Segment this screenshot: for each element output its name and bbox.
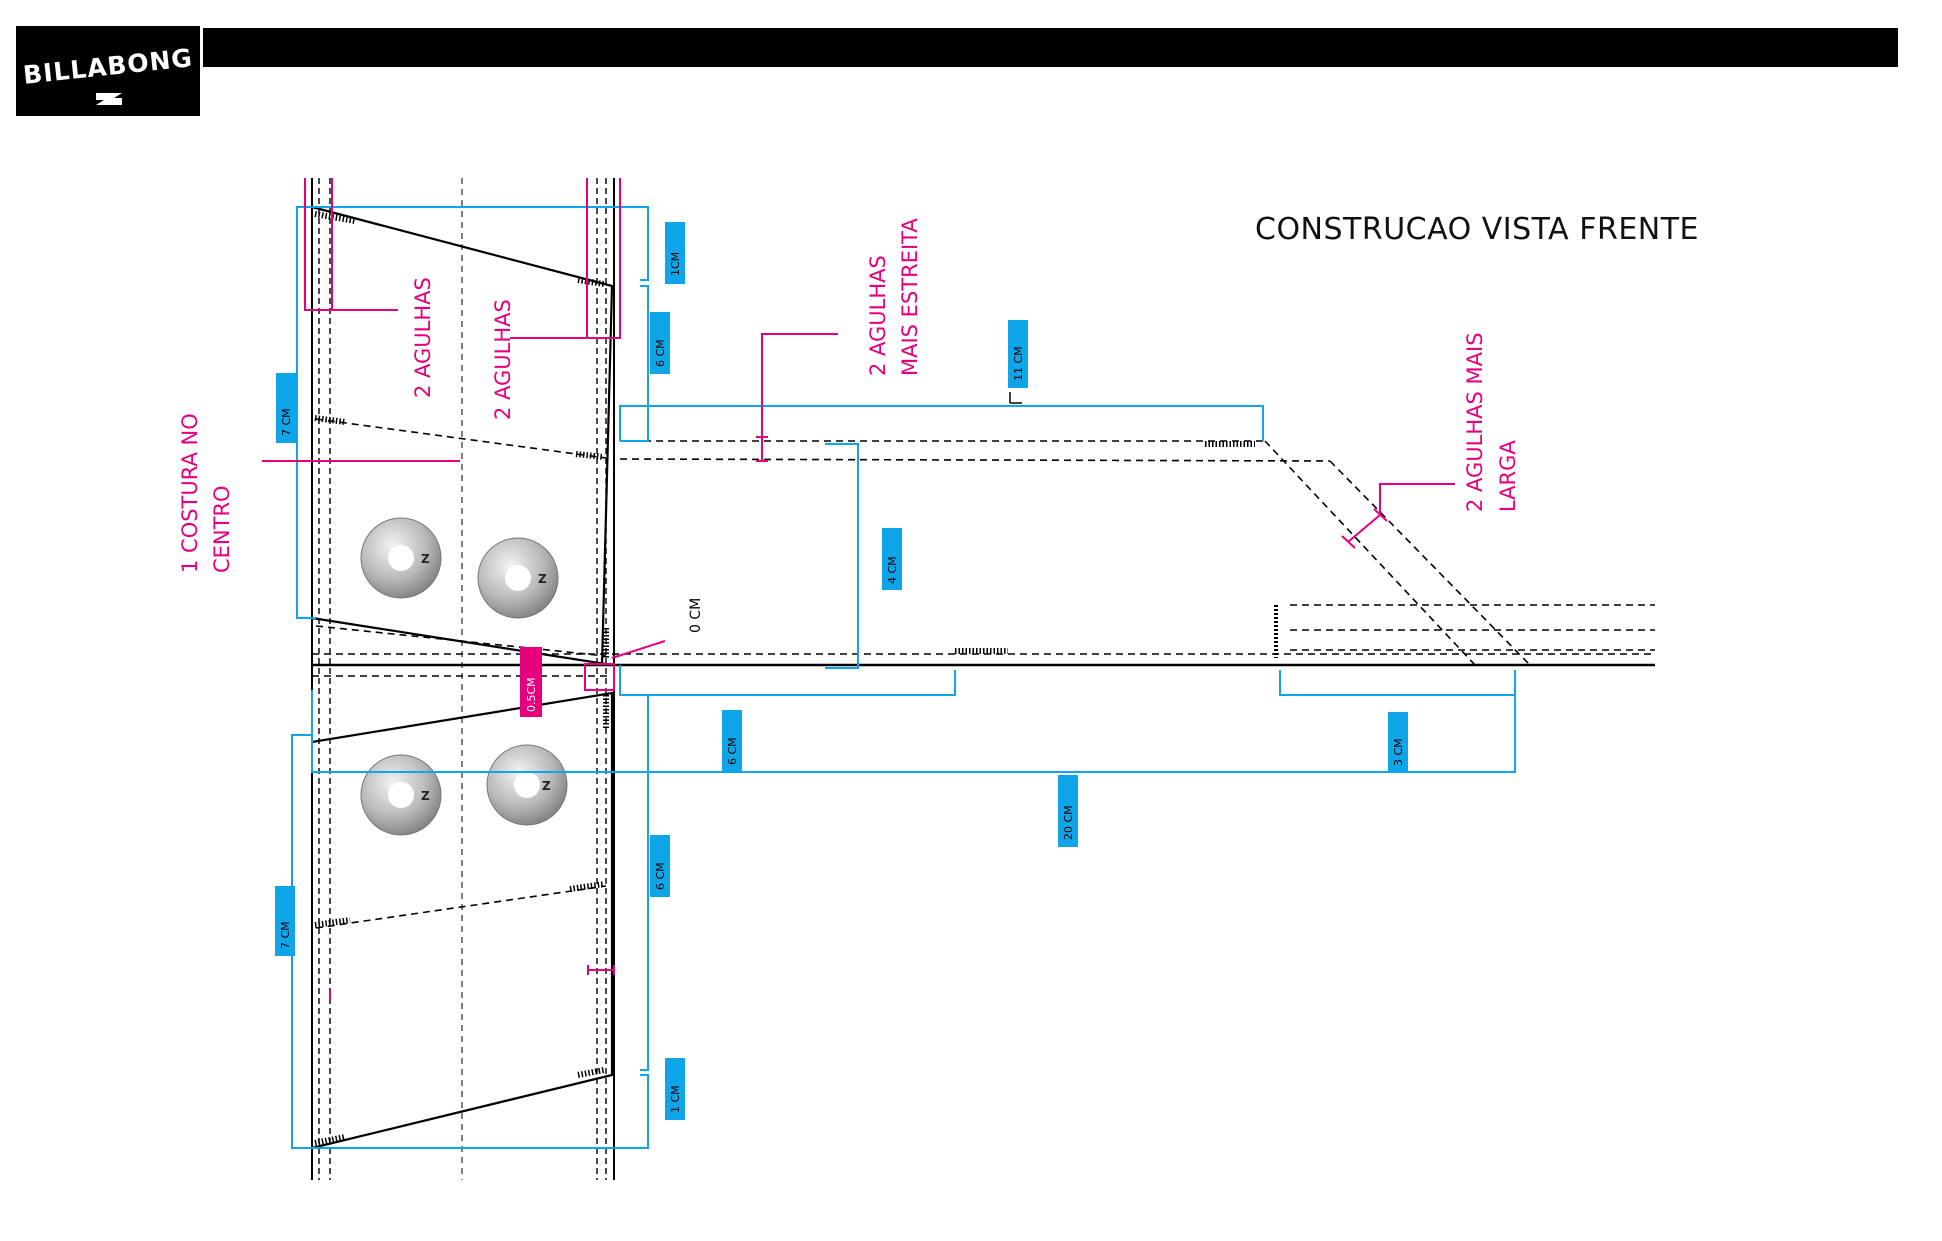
- dim-badge-1cm-top: 1CM: [665, 222, 685, 284]
- label-wide-line2: LARGA: [1496, 440, 1520, 512]
- bartacks: [314, 211, 1255, 1146]
- dim-badge-3cm: 3 CM: [1388, 712, 1408, 772]
- svg-text:3 CM: 3 CM: [1392, 738, 1405, 766]
- dimension-lines: [291, 206, 1516, 1149]
- label-center-line1: 1 COSTURA NO: [178, 413, 202, 573]
- dim-badge-4cm: 4 CM: [882, 528, 902, 590]
- svg-text:1 CM: 1 CM: [669, 1085, 682, 1113]
- dim-badge-1cm-bottom: 1 CM: [665, 1058, 685, 1120]
- label-zero-cm: 0 CM: [688, 598, 704, 633]
- svg-text:6 CM: 6 CM: [654, 339, 667, 367]
- label-two-needles-left: 2 AGULHAS: [411, 277, 435, 398]
- svg-text:0.5CM: 0.5CM: [525, 677, 538, 712]
- logo-mark-icon: [96, 93, 122, 105]
- dim-badge-05cm: 0.5CM: [520, 647, 542, 717]
- snap-button-icon: Z: [486, 744, 568, 826]
- dim-badge-6cm-mid: 6 CM: [722, 710, 742, 772]
- svg-text:6 CM: 6 CM: [654, 862, 667, 890]
- label-two-needles-right: 2 AGULHAS: [491, 299, 515, 420]
- svg-text:Z: Z: [421, 552, 430, 566]
- svg-text:11 CM: 11 CM: [1012, 346, 1025, 381]
- header-bar: [203, 28, 1898, 67]
- left-edge-lines: [311, 178, 331, 1180]
- svg-text:6 CM: 6 CM: [726, 737, 739, 765]
- label-wide-line1: 2 AGULHAS MAIS: [1463, 332, 1487, 512]
- fly-stitching: [619, 440, 1655, 666]
- dim-badge-20cm: 20 CM: [1058, 775, 1078, 847]
- page-title: CONSTRUCAO VISTA FRENTE: [1255, 212, 1700, 247]
- bottom-panel: [311, 691, 614, 1150]
- top-panel: [311, 205, 614, 667]
- svg-text:7 CM: 7 CM: [280, 408, 293, 436]
- dim-badge-7cm-top: 7 CM: [276, 373, 296, 443]
- svg-text:1CM: 1CM: [669, 252, 682, 276]
- brand-logo: BILLABONG: [16, 26, 200, 116]
- snap-button-icon: Z: [360, 754, 442, 836]
- svg-text:20 CM: 20 CM: [1062, 805, 1075, 840]
- dim-badge-6cm-top: 6 CM: [650, 312, 670, 374]
- dim-badge-7cm-bottom: 7 CM: [275, 886, 295, 956]
- dim-badge-11cm: 11 CM: [1008, 320, 1028, 388]
- label-narrow-line1: 2 AGULHAS: [866, 255, 890, 376]
- waist-seams: [312, 653, 1655, 677]
- svg-text:Z: Z: [542, 779, 551, 793]
- svg-text:4 CM: 4 CM: [886, 556, 899, 584]
- label-narrow-line2: MAIS ESTREITA: [898, 218, 922, 376]
- svg-text:7 CM: 7 CM: [279, 921, 292, 949]
- svg-text:Z: Z: [421, 789, 430, 803]
- snap-button-icon: Z: [477, 537, 559, 619]
- snap-button-icon: Z: [360, 517, 442, 599]
- pink-leaders: [262, 178, 1455, 1000]
- dim-badge-6cm-bottom: 6 CM: [650, 835, 670, 897]
- label-center-line2: CENTRO: [210, 485, 234, 573]
- svg-text:Z: Z: [538, 572, 547, 586]
